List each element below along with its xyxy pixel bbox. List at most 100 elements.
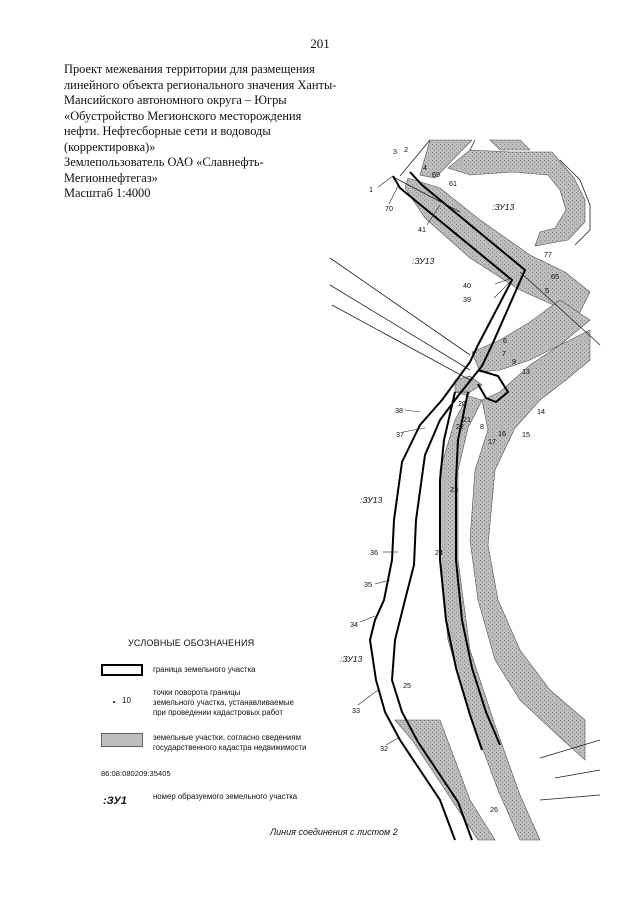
- turn-point-labels: 1 2 3 4 5 6 7 8 9 13 14 15 16 17 20 21 2…: [350, 145, 559, 814]
- cadastral-parcel: [471, 299, 591, 373]
- leader-line: [404, 409, 421, 413]
- line-feature: [539, 739, 601, 759]
- line-feature: [469, 139, 476, 151]
- header-line: Проект межевания территории для размещен…: [64, 62, 315, 76]
- cadastral-parcels: [394, 139, 591, 841]
- turn-point-number: 69: [432, 170, 440, 179]
- turn-point-number: 22: [456, 422, 464, 431]
- legend-turn-point-dot: [113, 701, 115, 703]
- line-feature: [329, 257, 471, 356]
- turn-point-number: 70: [385, 204, 393, 213]
- legend-title: УСЛОВНЫЕ ОБОЗНАЧЕНИЯ: [128, 638, 255, 648]
- land-user-line: Землепользователь ОАО «Славнефть-: [64, 155, 264, 169]
- land-user-line: Мегионнефтегаз»: [64, 170, 158, 185]
- boundary-inner-strip: [455, 391, 501, 746]
- cadastral-parcel: [419, 139, 473, 179]
- scale-line: Масштаб 1:4000: [64, 186, 151, 200]
- legend-text-line: государственного кадастра недвижимости: [153, 743, 307, 752]
- leader-line: [377, 175, 394, 188]
- page-number: 201: [310, 36, 330, 51]
- leader-line: [402, 427, 426, 433]
- match-line-label: Линия соединения с листом 2: [270, 827, 398, 837]
- turn-point-number: 17: [488, 437, 496, 446]
- cadastral-parcel: [469, 329, 591, 761]
- parcel-labels: :ЗУ13 :ЗУ13 :ЗУ13 :ЗУ13: [340, 202, 515, 664]
- turn-point-number: 8: [480, 422, 484, 431]
- auxiliary-lines: [329, 139, 601, 801]
- line-feature: [331, 304, 471, 381]
- legend-text-line: земельного участка, устанавливаемые: [153, 698, 294, 707]
- parcel-label: :ЗУ13: [492, 202, 515, 212]
- parcel-label: :ЗУ13: [340, 654, 363, 664]
- turn-point-number: 7: [502, 349, 506, 358]
- legend-text-line: земельные участки, согласно сведениям: [153, 733, 301, 742]
- turn-point-number: 1: [369, 185, 373, 194]
- turn-point-number: 14: [537, 407, 545, 416]
- turn-point-number: 34: [350, 620, 358, 629]
- turn-point-number: 9: [512, 357, 516, 366]
- legend-new-parcel-text: номер образуемого земельного участка: [153, 792, 298, 801]
- legend-new-parcel-sample: :ЗУ1: [103, 795, 127, 807]
- turn-point-number: 5: [545, 286, 549, 295]
- legend-cadastral-text: земельные участки, согласно сведениям го…: [153, 733, 306, 753]
- turn-point-number: 6: [503, 336, 507, 345]
- line-feature: [329, 284, 471, 371]
- legend-turn-point-text: точки поворота границы земельного участк…: [153, 688, 294, 718]
- leader-line: [493, 281, 511, 299]
- turn-point-number: 16: [498, 429, 506, 438]
- turn-point-number: 38: [395, 406, 403, 415]
- turn-point-number: 39: [463, 295, 471, 304]
- boundary-notch: [477, 369, 510, 404]
- line-feature: [399, 139, 431, 177]
- header-line: нефти. Нефтесборные сети и водоводы: [64, 124, 271, 138]
- line-feature: [539, 794, 601, 801]
- header-line: (корректировка)»: [64, 139, 156, 154]
- header-line: линейного объекта регионального значения…: [64, 77, 337, 92]
- turn-point-number: 35: [364, 580, 372, 589]
- line-feature: [554, 769, 601, 779]
- turn-point-number: 36: [370, 548, 378, 557]
- header-line: Мансийского автономного округа – Югры: [64, 93, 287, 107]
- turn-point-number: 15: [522, 430, 530, 439]
- turn-point-number: 2: [404, 145, 408, 154]
- legend-cadastral-swatch: [101, 733, 143, 747]
- turn-point-number: 25: [403, 681, 411, 690]
- legend-cadastral-number: 86:08:080209:35405: [101, 769, 171, 778]
- legend-boundary-swatch: [101, 664, 143, 676]
- turn-point-number: 41: [418, 225, 426, 234]
- turn-point-number: 23: [450, 485, 458, 494]
- new-parcel-boundary: [368, 171, 527, 841]
- leader-line: [374, 579, 391, 585]
- cadastral-parcel: [394, 719, 496, 841]
- header-line: «Обустройство Мегионского месторождения: [64, 108, 302, 123]
- parcel-label: :ЗУ13: [412, 256, 435, 266]
- turn-point-number: 24: [435, 548, 443, 557]
- legend-boundary-text: граница земельного участка: [153, 665, 256, 674]
- line-feature: [559, 159, 591, 246]
- parcel-label: :ЗУ13: [360, 495, 383, 505]
- boundary-inner-strip: [439, 391, 483, 751]
- line-feature: [394, 177, 461, 213]
- leader-line: [426, 204, 441, 226]
- turn-point-number: 21: [463, 415, 471, 424]
- turn-point-number: 32: [380, 744, 388, 753]
- leader-line: [385, 737, 399, 746]
- leader-line: [494, 277, 513, 285]
- leader-line: [357, 689, 379, 706]
- turn-point-number: 13: [522, 367, 530, 376]
- cadastral-parcel: [489, 139, 531, 151]
- turn-point-number: 3: [393, 147, 397, 156]
- legend-text-line: точки поворота границы: [153, 688, 241, 697]
- turn-point-number: 26: [490, 805, 498, 814]
- leader-line: [388, 185, 399, 205]
- turn-point-number: 77: [544, 250, 552, 259]
- turn-point-number: 4: [423, 163, 427, 172]
- boundary-outer: [368, 175, 514, 841]
- boundary-inner: [390, 171, 527, 841]
- turn-point-number: 20: [458, 399, 466, 408]
- line-feature: [519, 271, 601, 346]
- legend-text-line: при проведении кадастровых работ: [153, 708, 283, 717]
- turn-point-number: 37: [396, 430, 404, 439]
- leader-lines: [357, 175, 513, 746]
